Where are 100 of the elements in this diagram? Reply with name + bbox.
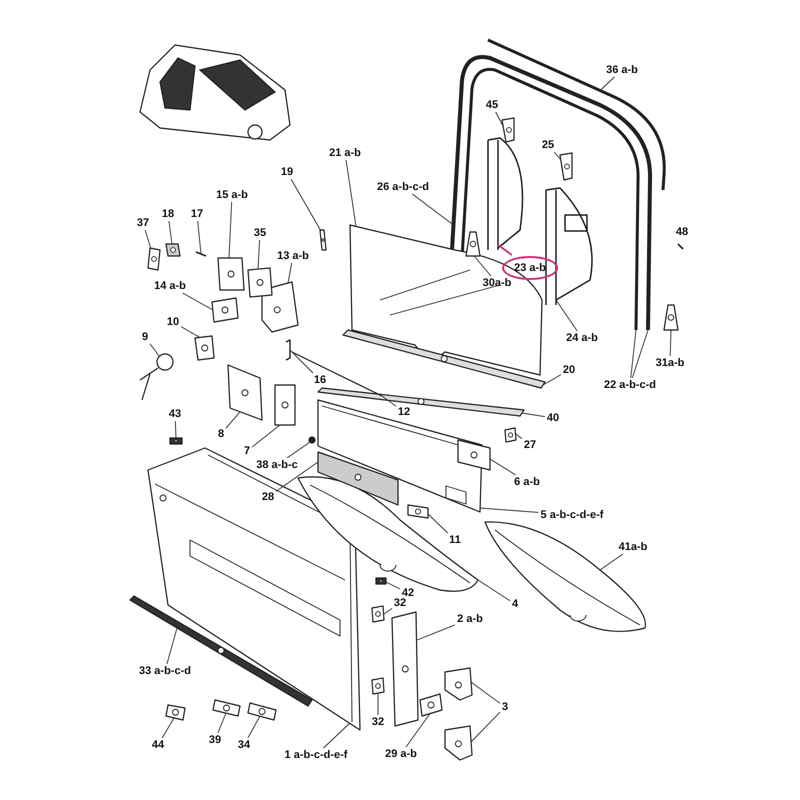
leader-line xyxy=(470,682,500,704)
callout-number: 32 xyxy=(370,716,386,728)
bolt xyxy=(165,243,181,257)
door-seal-strip xyxy=(129,595,313,707)
leader-line xyxy=(428,514,448,534)
leader-line xyxy=(384,608,392,614)
leader-line xyxy=(412,194,454,226)
callout-number: 3 xyxy=(500,701,510,713)
leader-line xyxy=(174,420,176,438)
callout-number: 16 xyxy=(312,374,328,386)
callout-number: 39 xyxy=(208,734,222,746)
callout-number: 34 xyxy=(236,739,252,751)
callout-number: 18 xyxy=(160,208,176,220)
callout-number: 6 a-b xyxy=(513,476,541,488)
leader-line xyxy=(226,411,240,429)
leader-line xyxy=(182,292,214,310)
leader-line xyxy=(522,412,546,418)
callout-number: 28 xyxy=(260,491,276,503)
callout-number: 17 xyxy=(190,208,204,220)
callout-number: 44 xyxy=(150,739,166,751)
door-latch xyxy=(261,281,299,333)
lock-bracket xyxy=(147,247,161,271)
callout-number: 41a-b xyxy=(618,541,648,553)
leader-line xyxy=(556,300,578,332)
callout-number: 14 a-b xyxy=(153,280,187,292)
leader-line xyxy=(600,76,615,91)
callout-number: 33 a-b-c-d xyxy=(138,665,192,677)
callout-number: 22 a-b-c-d xyxy=(603,379,657,391)
leader-line xyxy=(600,554,624,570)
callout-number: 38 a-b-c xyxy=(255,459,299,471)
leader-line xyxy=(247,716,260,738)
clip xyxy=(501,117,515,143)
callout-number: 10 xyxy=(166,316,180,328)
lock-cylinder-with-keys xyxy=(139,353,174,401)
leader-line xyxy=(217,712,226,734)
callout-number: 19 xyxy=(280,166,294,178)
clip xyxy=(559,152,573,181)
callout-number: 4 xyxy=(510,598,520,610)
leader-line xyxy=(144,230,152,250)
leader-line xyxy=(386,582,400,590)
leader-line xyxy=(474,256,492,276)
leader-line xyxy=(258,240,260,270)
pin xyxy=(319,229,327,251)
callout-number: 26 a-b-c-d xyxy=(376,181,430,193)
rod xyxy=(292,351,382,397)
lock-plate xyxy=(217,257,245,291)
callout-number: 24 a-b xyxy=(565,332,599,344)
callout-number: 43 xyxy=(168,408,182,420)
window-rail xyxy=(342,329,546,389)
door-pocket xyxy=(484,521,646,632)
callout-number: 5 a-b-c-d-e-f xyxy=(540,509,604,521)
leader-line xyxy=(197,220,202,254)
callout-number: 9 xyxy=(140,331,150,343)
leader-line xyxy=(406,713,430,748)
spring-clip xyxy=(286,339,291,361)
callout-number: 13 a-b xyxy=(276,250,310,262)
screw xyxy=(196,251,206,257)
lock-cover xyxy=(247,267,273,298)
leader-line xyxy=(630,330,636,378)
callout-number: 20 xyxy=(562,364,576,376)
leader-line xyxy=(323,722,350,748)
mounting-bracket xyxy=(227,364,263,421)
wedge xyxy=(663,304,679,331)
callout-number: 36 a-b xyxy=(605,64,639,76)
badge xyxy=(247,702,277,721)
callout-number: 48 xyxy=(674,226,690,238)
pad xyxy=(371,605,385,623)
leader-line xyxy=(470,712,500,742)
leader-line xyxy=(632,330,648,378)
callout-number: 30a-b xyxy=(482,277,512,289)
shim xyxy=(419,693,443,717)
leader-line xyxy=(346,160,356,227)
callout-number: 29 a-b xyxy=(384,748,418,760)
leader-line xyxy=(150,343,160,357)
callout-number: 11 xyxy=(448,534,462,546)
screw xyxy=(677,243,684,250)
switch-housing xyxy=(457,439,491,471)
clip xyxy=(504,427,517,443)
door-hinge xyxy=(444,667,473,701)
screw xyxy=(308,436,316,444)
leader-line xyxy=(490,458,516,476)
leader-line xyxy=(416,624,456,640)
callout-number: 37 xyxy=(136,217,150,229)
leader-line xyxy=(166,628,178,664)
leader-line xyxy=(495,112,504,126)
leader-line xyxy=(252,424,280,448)
insulation-strip xyxy=(317,451,399,506)
pad xyxy=(371,677,385,695)
actuator xyxy=(274,384,296,426)
callout-number: 35 xyxy=(252,227,268,239)
leader-line xyxy=(516,434,522,440)
door-handle xyxy=(407,504,429,519)
leader-line xyxy=(542,374,562,386)
callout-number: 45 xyxy=(484,99,500,111)
callout-number: 2 a-b xyxy=(456,613,484,625)
clip xyxy=(169,437,183,445)
leader-line xyxy=(288,262,292,284)
lower-strip xyxy=(317,387,525,417)
leader-line xyxy=(478,580,510,602)
callout-number: 31a-b xyxy=(654,357,686,369)
